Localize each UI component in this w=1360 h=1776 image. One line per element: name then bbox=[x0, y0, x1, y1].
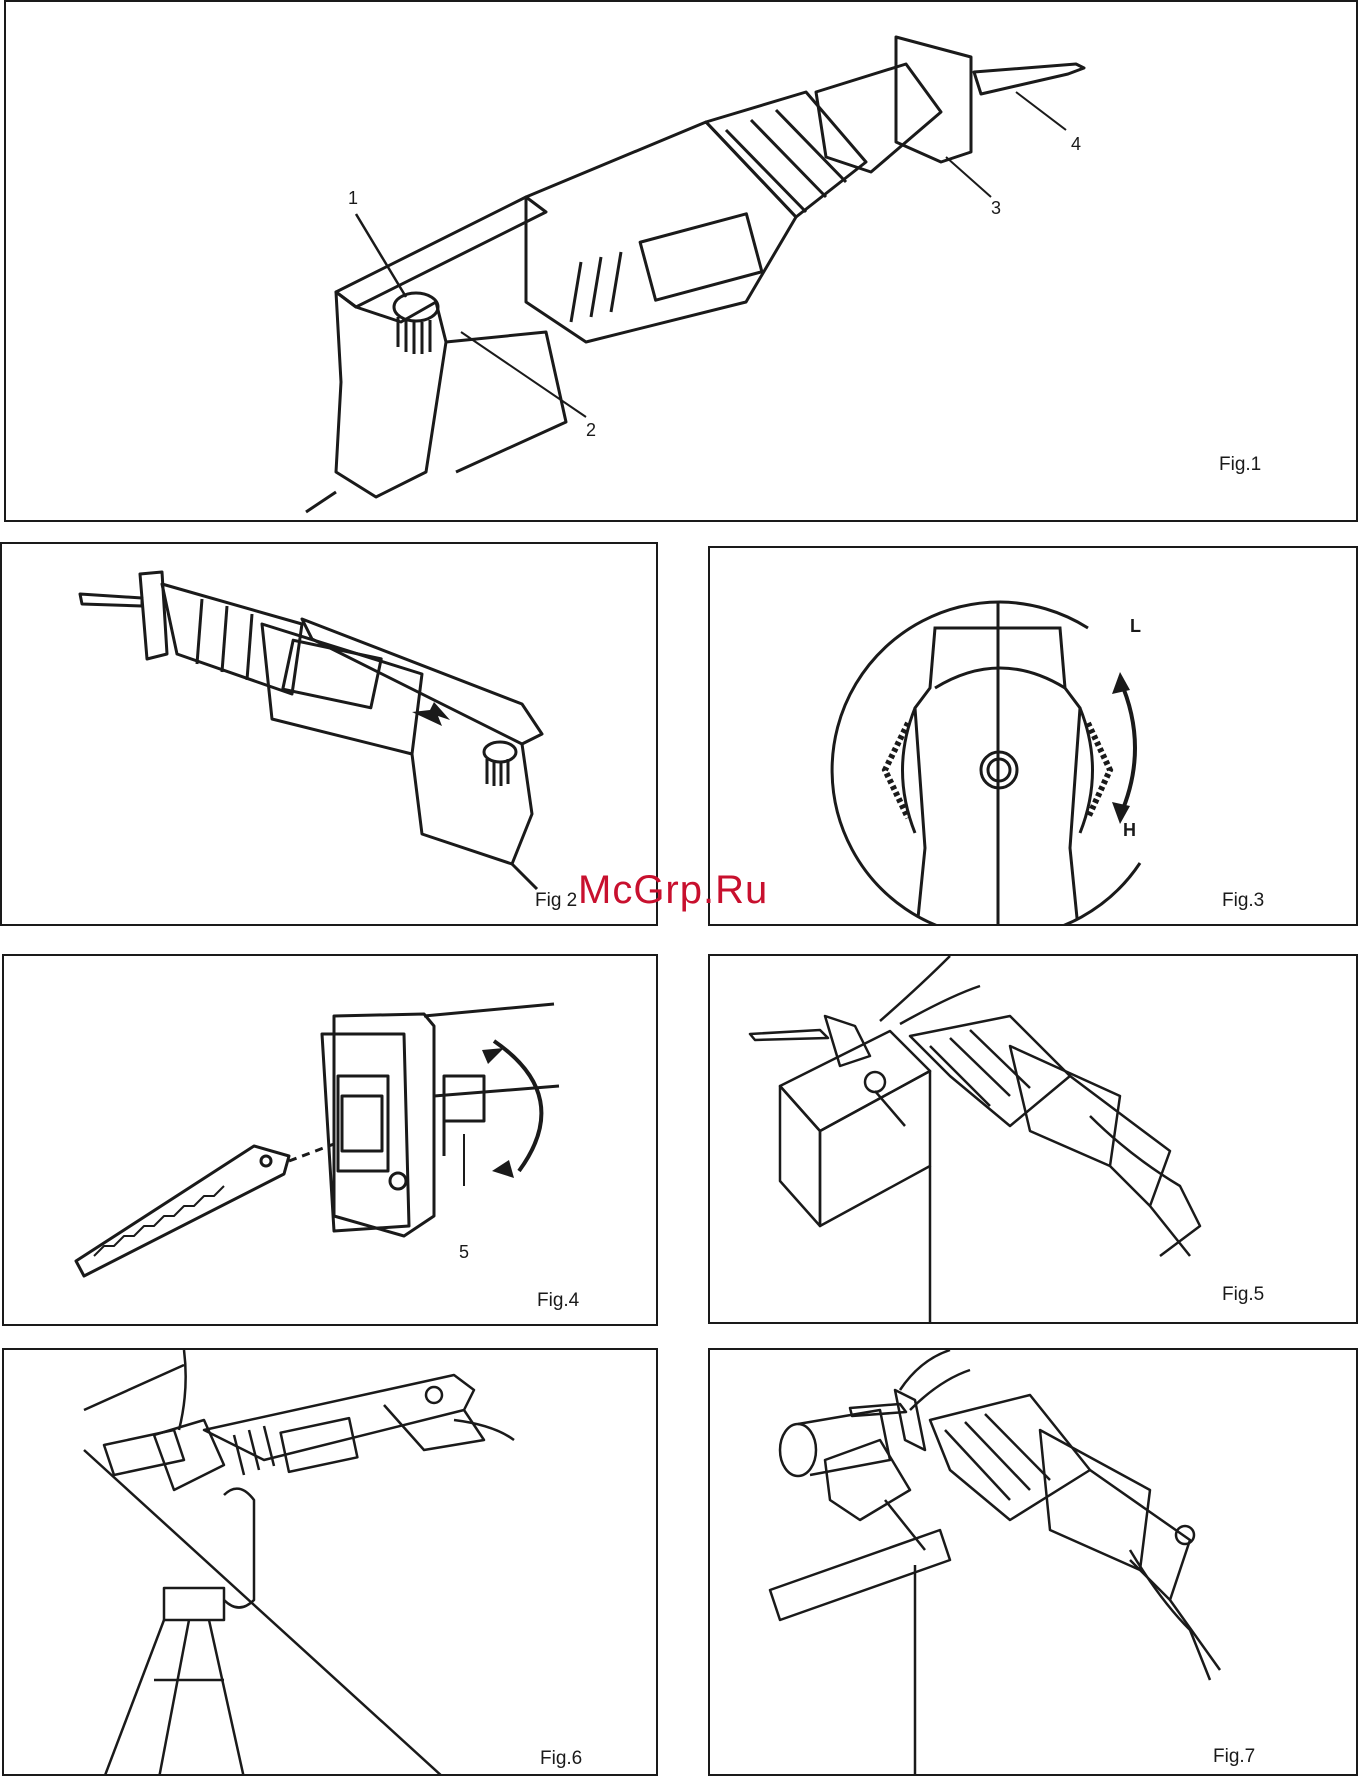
figure-2-panel: Fig 2 bbox=[0, 542, 658, 926]
mark-high: H bbox=[1123, 820, 1136, 841]
cutting-bar-illustration bbox=[710, 1350, 1358, 1776]
figure-1-panel: 1 2 3 4 Fig.1 bbox=[4, 0, 1358, 522]
figure-7-panel: Fig.7 bbox=[708, 1348, 1358, 1776]
figure-1-label: Fig.1 bbox=[1219, 454, 1261, 476]
figure-2-label: Fig 2 bbox=[535, 890, 577, 912]
figure-6-panel: Fig.6 bbox=[2, 1348, 658, 1776]
mark-low: L bbox=[1130, 616, 1141, 637]
figure-4-label: Fig.4 bbox=[537, 1290, 579, 1312]
saw-blade bbox=[76, 1146, 289, 1276]
callout-5: 5 bbox=[459, 1242, 469, 1263]
callout-1: 1 bbox=[348, 188, 358, 209]
figure-4-panel: 5 Fig.4 bbox=[2, 954, 658, 1326]
watermark: McGrp.Ru bbox=[578, 868, 768, 913]
rotate-arrow-top-icon bbox=[482, 1048, 504, 1064]
rotate-arrow-bottom-icon bbox=[492, 1160, 514, 1178]
cutting-pipe-illustration bbox=[710, 956, 1358, 1324]
speed-dial-illustration bbox=[710, 548, 1358, 926]
blade bbox=[974, 64, 1084, 94]
callout-3: 3 bbox=[991, 198, 1001, 219]
saw-side-illustration bbox=[6, 2, 1358, 522]
figure-3-label: Fig.3 bbox=[1222, 890, 1264, 912]
blade-insertion-illustration bbox=[4, 956, 658, 1326]
arrow-up-icon bbox=[1112, 672, 1130, 694]
figure-6-label: Fig.6 bbox=[540, 1748, 582, 1770]
callout-2: 2 bbox=[586, 420, 596, 441]
figure-3-panel: L H Fig.3 bbox=[708, 546, 1358, 926]
cutting-sheet-illustration bbox=[4, 1350, 658, 1776]
figure-7-label: Fig.7 bbox=[1213, 1746, 1255, 1768]
callout-4: 4 bbox=[1071, 134, 1081, 155]
figure-5-panel: Fig.5 bbox=[708, 954, 1358, 1324]
switch-lock-illustration bbox=[2, 544, 658, 926]
figure-5-label: Fig.5 bbox=[1222, 1284, 1264, 1306]
